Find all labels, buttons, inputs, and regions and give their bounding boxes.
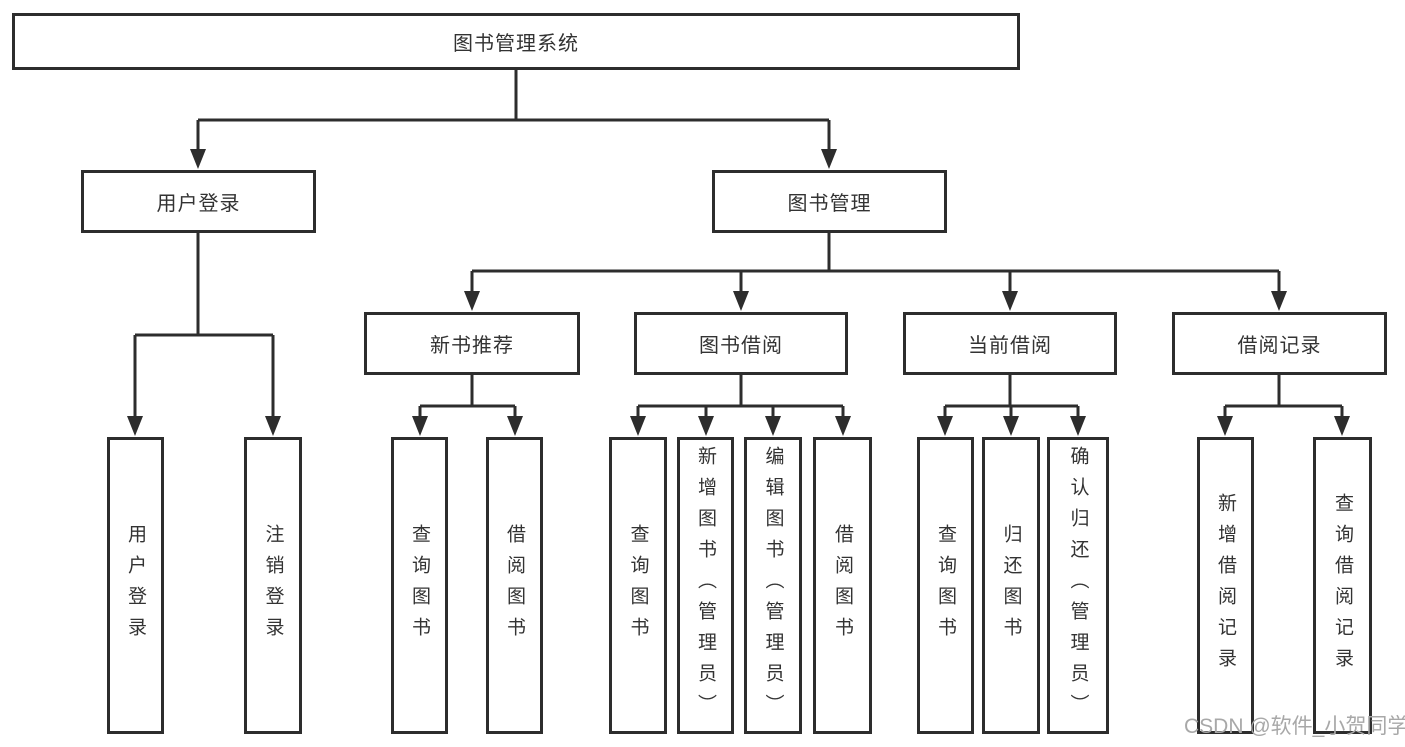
connector-current-borrow xyxy=(943,375,1080,418)
arrowhead xyxy=(265,416,281,436)
connector-user-login xyxy=(133,233,275,418)
node-borrow-records: 借阅记录 xyxy=(1172,312,1387,375)
node-current-borrow: 当前借阅 xyxy=(903,312,1117,375)
arrowhead xyxy=(698,416,714,436)
leaf-cb-confirm-return-admin: 确认归还（管理员） xyxy=(1047,437,1109,734)
leaf-cb-query-books: 查询图书 xyxy=(917,437,974,734)
arrowhead xyxy=(464,291,480,311)
arrowhead xyxy=(412,416,428,436)
node-library-management-system: 图书管理系统 xyxy=(12,13,1020,70)
connector-root xyxy=(196,70,831,151)
leaf-br-add-record: 新增借阅记录 xyxy=(1197,437,1254,734)
arrowhead xyxy=(733,291,749,311)
connector-book-borrow xyxy=(636,375,845,418)
node-book-borrow: 图书借阅 xyxy=(634,312,848,375)
arrowhead xyxy=(937,416,953,436)
arrowhead xyxy=(127,416,143,436)
connector-new-book-recommend xyxy=(418,375,517,418)
arrowhead xyxy=(190,149,206,169)
connector-borrow-records xyxy=(1223,375,1344,418)
leaf-nbr-borrow-books: 借阅图书 xyxy=(486,437,543,734)
arrowhead xyxy=(1334,416,1350,436)
connector-book-mgmt xyxy=(470,233,1281,293)
arrowhead xyxy=(507,416,523,436)
arrowhead xyxy=(1271,291,1287,311)
leaf-user-login: 用户登录 xyxy=(107,437,164,734)
leaf-logout-login: 注销登录 xyxy=(244,437,302,734)
leaf-bb-add-books-admin: 新增图书（管理员） xyxy=(677,437,734,734)
csdn-watermark: CSDN @软件_小贺同学 xyxy=(1184,715,1405,738)
arrowhead xyxy=(1070,416,1086,436)
leaf-bb-query-books: 查询图书 xyxy=(609,437,667,734)
node-new-book-recommend: 新书推荐 xyxy=(364,312,580,375)
leaf-cb-return-books: 归还图书 xyxy=(982,437,1040,734)
node-book-management: 图书管理 xyxy=(712,170,947,233)
node-user-login: 用户登录 xyxy=(81,170,316,233)
arrowhead xyxy=(630,416,646,436)
leaf-bb-borrow-books: 借阅图书 xyxy=(813,437,872,734)
arrowhead xyxy=(765,416,781,436)
arrowhead xyxy=(1002,291,1018,311)
leaf-br-query-record: 查询借阅记录 xyxy=(1313,437,1372,734)
arrowhead xyxy=(1217,416,1233,436)
leaf-nbr-query-books: 查询图书 xyxy=(391,437,448,734)
arrowhead xyxy=(821,149,837,169)
arrowhead xyxy=(1003,416,1019,436)
leaf-bb-edit-books-admin: 编辑图书（管理员） xyxy=(744,437,802,734)
arrowhead xyxy=(835,416,851,436)
